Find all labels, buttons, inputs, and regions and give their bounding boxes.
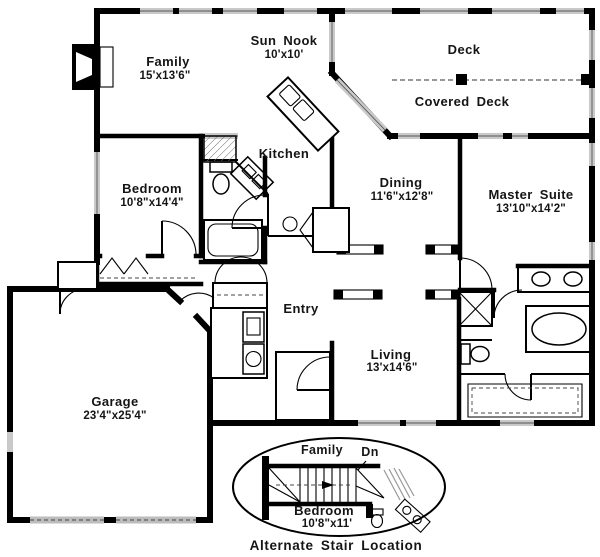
master-suite-label: Master Suite (488, 187, 574, 202)
inset-down-label: Dn (361, 445, 379, 459)
family-room-label: Family (146, 54, 190, 69)
living-dims: 13'x14'6" (366, 362, 418, 374)
stove-fixture (229, 155, 275, 201)
entry-storage (275, 351, 331, 421)
dryer-fixture (242, 343, 265, 375)
garage-dims: 23'4"x25'4" (83, 410, 147, 422)
entry-closets (210, 207, 350, 421)
toilet-fixture (212, 173, 230, 195)
sun-nook-label: Sun Nook (250, 33, 318, 48)
master-suite-dims: 13'10"x14'2" (496, 203, 566, 215)
living-label: Living (370, 347, 412, 362)
bedroom-closet (99, 220, 198, 279)
deck-label: Deck (447, 42, 481, 57)
inset-bedroom-label: Bedroom (294, 503, 354, 518)
stair-inset (232, 437, 446, 537)
main-bathroom-fixtures (203, 161, 266, 261)
master-toilet-tank (460, 343, 471, 365)
deck-post (456, 74, 467, 85)
garage-label: Garage (91, 394, 139, 409)
master-tub-fixture (525, 305, 593, 353)
windows (7, 8, 595, 452)
bedroom-label: Bedroom (122, 181, 182, 196)
sun-nook-dims: 10'x10' (264, 49, 304, 61)
family-room-dims: 15'x13'6" (139, 70, 191, 82)
fireplace-fixture (72, 44, 114, 90)
hall-closet (57, 261, 98, 290)
inset-family-label: Family (301, 443, 343, 457)
dining-label: Dining (379, 175, 423, 190)
sink-right (563, 271, 583, 287)
dining-dims: 11'6"x12'8" (370, 191, 434, 203)
coat-closet (212, 282, 268, 309)
inset-bedroom-dims: 10'8"x11' (301, 518, 353, 530)
master-bath-fixtures (458, 265, 593, 418)
inset-caption: Alternate Stair Location (249, 538, 423, 553)
hall-columns (333, 244, 461, 300)
master-toilet-fixture (470, 345, 490, 363)
deck-post (581, 74, 592, 85)
stair-direction-arrow (322, 481, 334, 489)
entry-label: Entry (283, 301, 319, 316)
toilet-tank (209, 161, 233, 173)
pantry-closet (312, 207, 350, 253)
vanity-fixture (517, 265, 593, 293)
inset-toilet-fixture (370, 513, 384, 529)
walkin-closet-shelf (467, 383, 583, 418)
bar-sink-fixture (282, 216, 298, 232)
kitchen-label: Kitchen (258, 146, 310, 161)
covered-deck-label: Covered Deck (414, 94, 510, 109)
washer-fixture (242, 311, 265, 343)
bedroom-dims: 10'8"x14'4" (120, 197, 184, 209)
sink-left (531, 271, 551, 287)
deck-details (392, 74, 592, 85)
refrigerator-fixture (203, 135, 237, 163)
kitchen-island-fixture (266, 75, 340, 153)
shower-fixture (458, 291, 493, 327)
bathtub-fixture (203, 219, 263, 261)
laundry-closet (210, 307, 268, 379)
